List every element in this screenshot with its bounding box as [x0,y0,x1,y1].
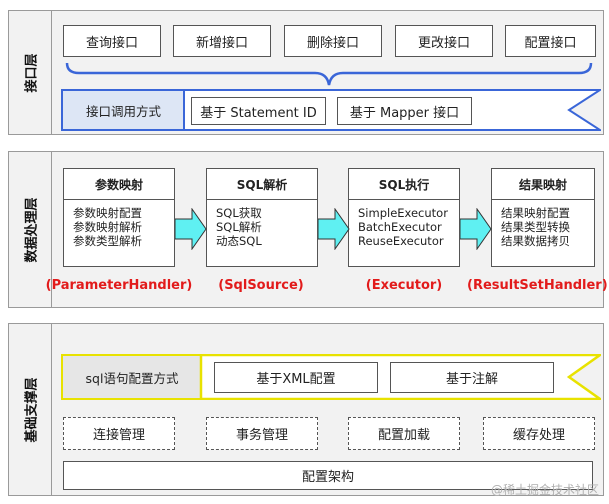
interface-layer-panel: 接口层 查询接口 新增接口 删除接口 更改接口 配置接口 接口调用方式 基于 S… [8,10,604,135]
component-title: SQL执行 [349,169,459,200]
service-config-loading: 配置加载 [348,417,460,450]
interface-layer-side: 接口层 [9,11,52,134]
api-box-config: 配置接口 [505,25,596,57]
watermark: @稀土掘金技术社区 [490,483,599,497]
component-item: SQL获取 [216,206,262,220]
call-mode-mapper: 基于 Mapper 接口 [337,97,472,125]
api-box-update: 更改接口 [395,25,493,57]
component-item: ReuseExecutor [358,234,444,248]
support-layer-label: 基础支撑层 [24,376,40,443]
component-title: SQL解析 [207,169,317,200]
flow-arrow-icon [175,208,207,250]
flow-arrow-icon [460,208,492,250]
config-mode-annotation: 基于注解 [390,362,554,393]
interface-brace-icon [65,62,593,86]
component-title: 结果映射 [492,169,594,200]
processing-layer-panel: 数据处理层 参数映射 参数映射配置 参数映射解析 参数类型解析 SQL解析 SQ… [8,151,608,308]
handler-label-parameter: (ParameterHandler) [45,278,193,293]
component-sql-execute: SQL执行 SimpleExecutor BatchExecutor Reuse… [348,168,460,267]
component-item: 参数映射解析 [73,220,142,234]
processing-layer-side: 数据处理层 [9,152,52,307]
config-foundation: 配置架构 [63,461,593,490]
flow-arrow-icon [318,208,350,250]
component-item: BatchExecutor [358,220,442,234]
component-sql-parse: SQL解析 SQL获取 SQL解析 动态SQL [206,168,318,267]
component-item: 结果类型转换 [501,220,570,234]
component-item: SimpleExecutor [358,206,448,220]
component-item: SQL解析 [216,220,262,234]
component-item: 结果映射配置 [501,206,570,220]
service-transaction-management: 事务管理 [206,417,318,450]
service-cache-handling: 缓存处理 [483,417,595,450]
interface-layer-label: 接口层 [24,52,40,93]
handler-label-executor: (Executor) [365,278,443,293]
component-item: 参数映射配置 [73,206,142,220]
support-layer-side: 基础支撑层 [9,324,52,495]
component-title: 参数映射 [64,169,174,200]
service-connection-management: 连接管理 [63,417,175,450]
config-mode-xml: 基于XML配置 [214,362,378,393]
component-item: 动态SQL [216,234,262,248]
support-layer-panel: 基础支撑层 sql语句配置方式 基于XML配置 基于注解 连接管理 事务管理 配… [8,323,604,496]
api-box-insert: 新增接口 [173,25,271,57]
component-item: 参数类型解析 [73,234,142,248]
call-mode-label: 接口调用方式 [85,103,161,119]
handler-label-resultset: (ResultSetHandler) [467,278,608,293]
call-mode-statement-id: 基于 Statement ID [191,97,326,125]
component-item: 结果数据拷贝 [501,234,570,248]
api-box-query: 查询接口 [63,25,161,57]
processing-layer-label: 数据处理层 [24,196,40,263]
handler-label-sqlsource: (SqlSource) [218,278,304,293]
component-result-mapping: 结果映射 结果映射配置 结果类型转换 结果数据拷贝 [491,168,595,267]
sql-config-mode-label: sql语句配置方式 [85,370,179,386]
api-box-delete: 删除接口 [284,25,382,57]
component-parameter-mapping: 参数映射 参数映射配置 参数映射解析 参数类型解析 [63,168,175,267]
